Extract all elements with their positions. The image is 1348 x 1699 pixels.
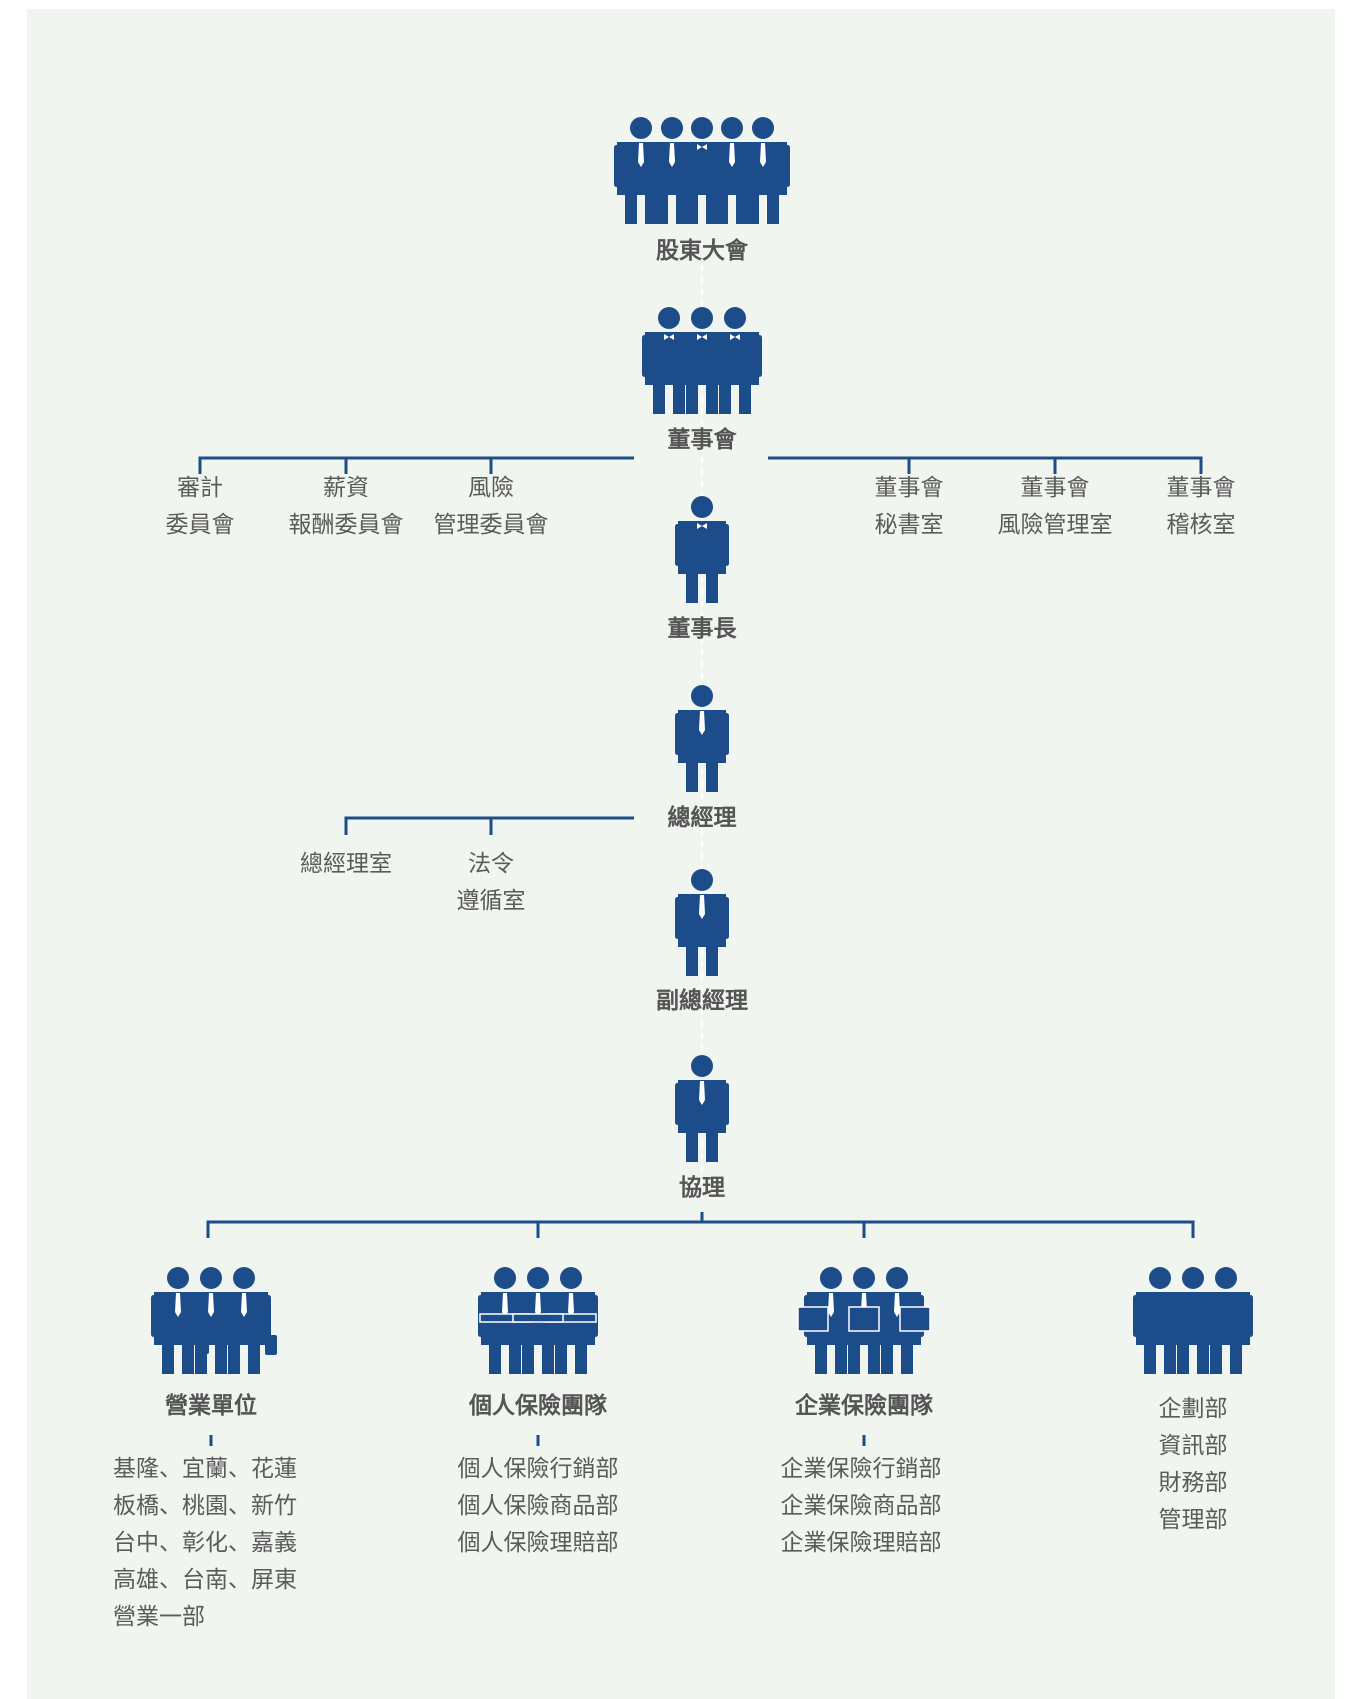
list-item: 企業保險理賠部: [780, 1530, 942, 1556]
office-audit-line2: 稽核室: [1166, 512, 1236, 538]
people-folded-arms-icon: [478, 1267, 598, 1374]
division-list-corporate: 企業保險行銷部 企業保險商品部 企業保險理賠部: [781, 1451, 942, 1562]
person-tie-icon: [675, 685, 729, 792]
three-people-group-icon: [1133, 1267, 1253, 1374]
office-board-secretariat-line1: 董事會: [874, 475, 944, 501]
list-item: 基隆、宜蘭、花蓮: [113, 1456, 297, 1482]
list-item: 營業一部: [113, 1604, 205, 1630]
division-list-sales: 基隆、宜蘭、花蓮 板橋、桃園、新竹 台中、彰化、嘉義 高雄、台南、屏東 營業一部: [113, 1451, 297, 1636]
list-item: 資訊部: [1158, 1433, 1228, 1459]
committee-risk-line2: 管理委員會: [433, 512, 549, 538]
connector-lines: [198, 456, 1203, 1446]
list-item: 板橋、桃園、新竹: [113, 1493, 297, 1519]
office-risk-management-line1: 董事會: [1020, 475, 1090, 501]
chart-background: [27, 9, 1335, 1699]
division-list-personal: 個人保險行銷部 個人保險商品部 個人保險理賠部: [458, 1451, 619, 1562]
committee-compensation: 薪資 報酬委員會: [289, 470, 404, 544]
office-compliance-line1: 法令: [468, 851, 514, 877]
office-board-secretariat: 董事會 秘書室: [875, 470, 944, 544]
office-compliance: 法令 遵循室: [457, 846, 526, 920]
person-tie-icon: [675, 869, 729, 976]
list-item: 高雄、台南、屏東: [113, 1567, 297, 1593]
list-item: 企業保險商品部: [780, 1493, 942, 1519]
division-title-sales: 營業單位: [165, 1393, 257, 1419]
node-label-board: 董事會: [667, 427, 737, 453]
office-risk-management-line2: 風險管理室: [997, 512, 1113, 538]
list-item: 個人保險理賠部: [457, 1530, 619, 1556]
list-item: 企業保險行銷部: [780, 1456, 942, 1482]
division-title-personal: 個人保險團隊: [469, 1393, 607, 1419]
node-label-evp: 副總經理: [656, 988, 748, 1014]
committee-audit: 審計 委員會: [166, 470, 235, 544]
committee-risk-line1: 風險: [468, 475, 514, 501]
node-label-chairman: 董事長: [667, 616, 737, 642]
node-label-shareholders: 股東大會: [656, 238, 748, 264]
list-item: 企劃部: [1158, 1396, 1228, 1422]
committee-audit-line2: 委員會: [165, 512, 235, 538]
list-item: 個人保險商品部: [457, 1493, 619, 1519]
division-title-corporate: 企業保險團隊: [795, 1393, 933, 1419]
office-compliance-line2: 遵循室: [456, 888, 526, 914]
five-people-group-icon: [614, 117, 790, 224]
committee-compensation-line2: 報酬委員會: [288, 512, 404, 538]
person-icon: [675, 496, 729, 603]
office-president: 總經理室: [300, 846, 392, 883]
node-label-president: 總經理: [667, 805, 737, 831]
list-item: 管理部: [1158, 1507, 1228, 1533]
people-briefcase-icon: [151, 1267, 277, 1374]
office-audit-line1: 董事會: [1166, 475, 1236, 501]
people-laptop-icon: [797, 1267, 931, 1374]
office-risk-management: 董事會 風險管理室: [998, 470, 1113, 544]
list-item: 台中、彰化、嘉義: [113, 1530, 297, 1556]
list-item: 個人保險行銷部: [457, 1456, 619, 1482]
node-label-avp: 協理: [679, 1175, 725, 1201]
office-president-line1: 總經理室: [300, 851, 392, 877]
office-audit: 董事會 稽核室: [1167, 470, 1236, 544]
office-board-secretariat-line2: 秘書室: [874, 512, 944, 538]
list-item: 財務部: [1158, 1470, 1228, 1496]
division-list-admin: 企劃部 資訊部 財務部 管理部: [1159, 1391, 1228, 1539]
committee-compensation-line1: 薪資: [323, 475, 369, 501]
committee-audit-line1: 審計: [177, 475, 223, 501]
committee-risk: 風險 管理委員會: [434, 470, 549, 544]
